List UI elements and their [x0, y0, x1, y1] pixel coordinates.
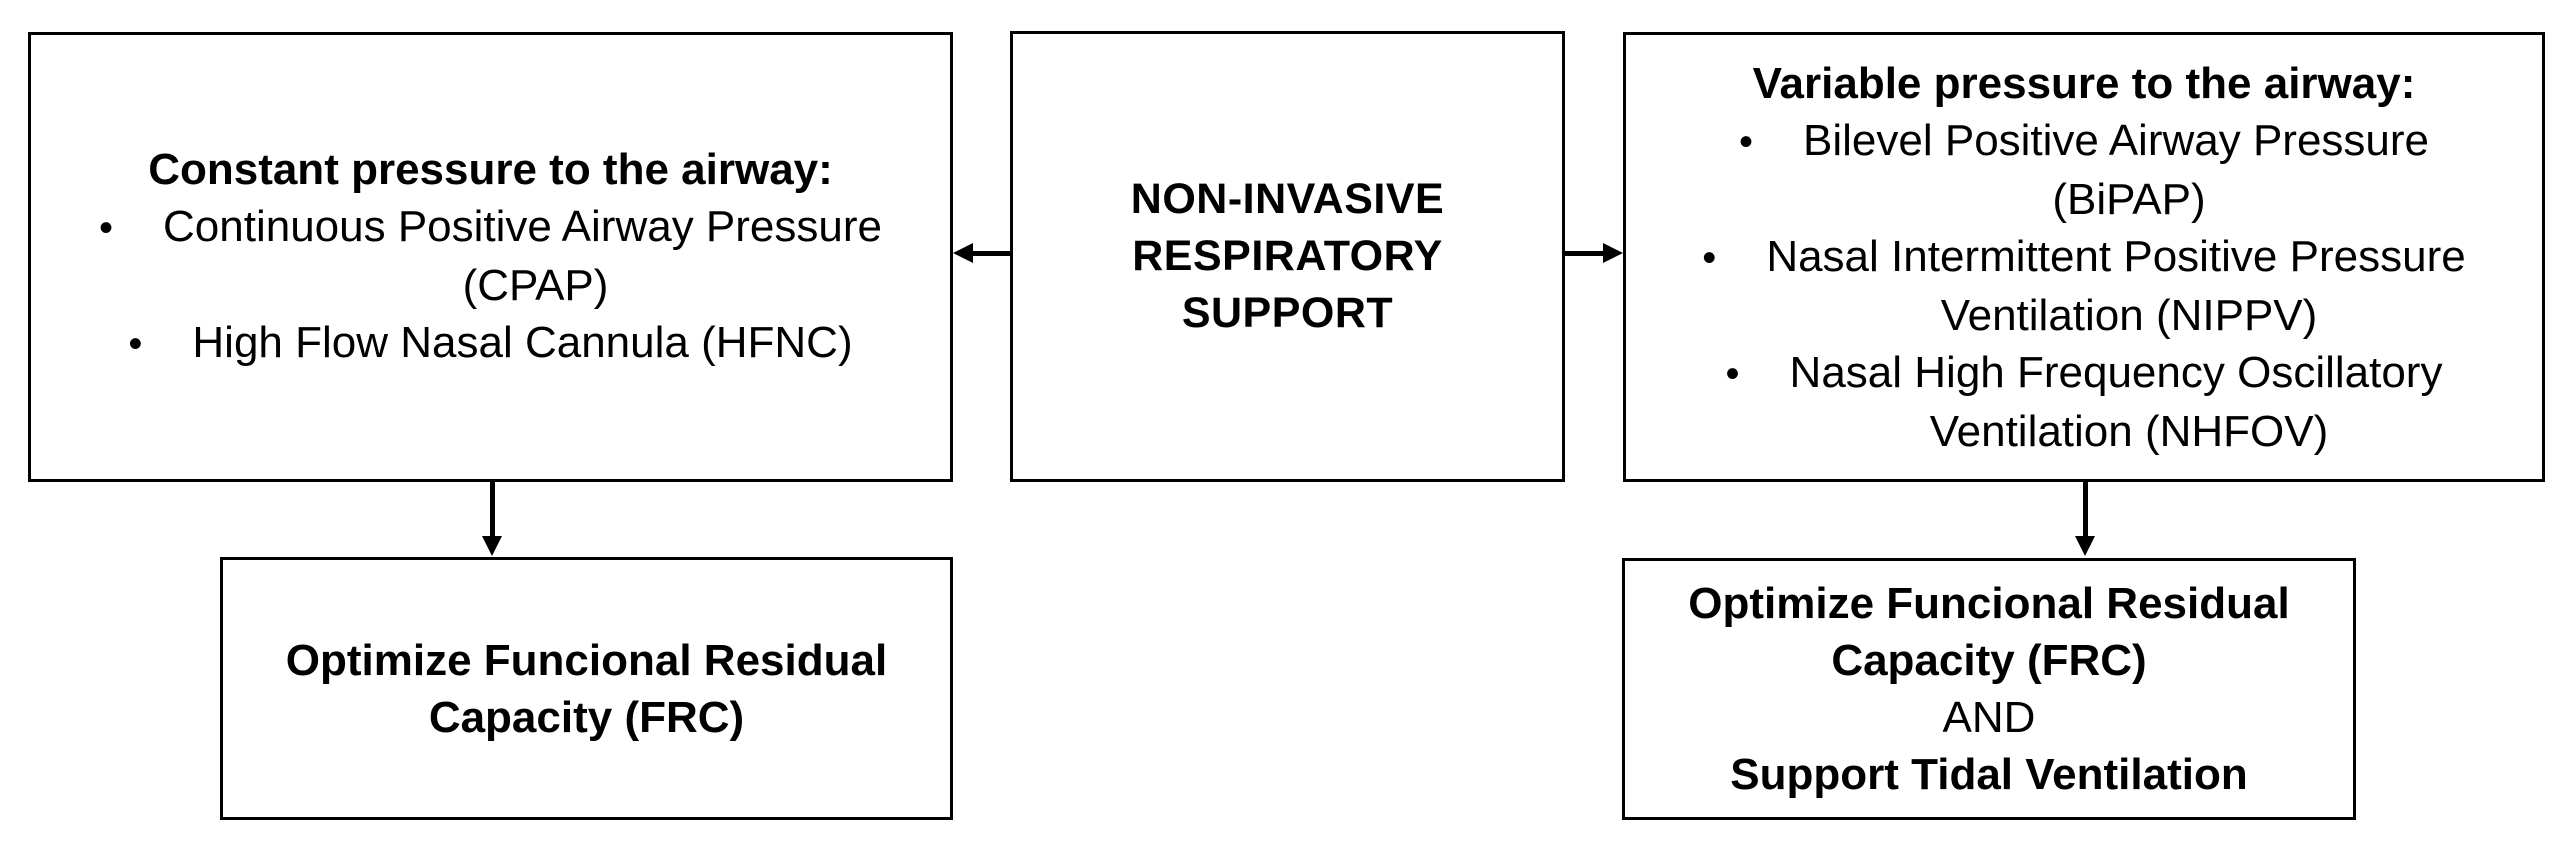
list-item-text: Nasal High Frequency Oscillatory	[1789, 347, 2443, 397]
box-optimize-frc-and-tidal: Optimize Funcional Residual Capacity (FR…	[1622, 558, 2356, 820]
box-optimize-frc: Optimize Funcional Residual Capacity (FR…	[220, 557, 953, 820]
optimize-frc-tidal-line: Support Tidal Ventilation	[1730, 750, 2248, 799]
list-item: • Nasal High Frequency Oscillatory	[1726, 344, 2443, 403]
list-item: • Continuous Positive Airway Pressure	[99, 198, 882, 257]
arrow-shaft	[2083, 482, 2088, 538]
arrow-head-left-icon	[953, 243, 973, 263]
bullet-icon: •	[1738, 119, 1753, 164]
bullet-icon: •	[1725, 351, 1740, 396]
box-constant-pressure: Constant pressure to the airway: • Contin…	[28, 32, 953, 482]
list-item-continuation: Ventilation (NIPPV)	[1940, 290, 2318, 340]
variable-pressure-title: Variable pressure to the airway:	[1752, 58, 2416, 108]
box-non-invasive-respiratory-support: NON-INVASIVE RESPIRATORY SUPPORT	[1010, 31, 1565, 482]
list-item-text: Continuous Positive Airway Pressure	[163, 202, 882, 251]
list-item-continuation: (CPAP)	[462, 261, 609, 310]
list-item-text: Bilevel Positive Airway Pressure	[1803, 115, 2430, 165]
arrow-shaft	[1565, 251, 1605, 256]
list-item: • High Flow Nasal Cannula (HFNC)	[128, 314, 852, 373]
optimize-frc-line: Capacity (FRC)	[428, 692, 745, 742]
optimize-frc-line: Optimize Funcional Residual	[285, 635, 888, 685]
center-title-line: NON-INVASIVE	[1130, 175, 1445, 223]
box-variable-pressure: Variable pressure to the airway: • Bileve…	[1623, 32, 2545, 482]
arrow-head-down-icon	[482, 536, 502, 556]
arrow-head-down-icon	[2075, 536, 2095, 556]
and-connector-text: AND	[1942, 693, 2036, 742]
bullet-icon: •	[98, 206, 113, 250]
optimize-frc-tidal-line: Optimize Funcional Residual	[1688, 579, 2290, 628]
list-item-text: High Flow Nasal Cannula (HFNC)	[192, 318, 853, 367]
list-item-continuation: Ventilation (NHFOV)	[1929, 406, 2329, 456]
bullet-icon: •	[1702, 235, 1717, 280]
constant-pressure-title: Constant pressure to the airway:	[148, 145, 833, 194]
bullet-icon: •	[128, 322, 143, 366]
list-item-text: Nasal Intermittent Positive Pressure	[1766, 231, 2466, 281]
list-item-continuation: (BiPAP)	[2052, 174, 2206, 224]
center-title-line: SUPPORT	[1181, 289, 1394, 337]
arrow-shaft	[971, 251, 1010, 256]
center-title-line: RESPIRATORY	[1132, 232, 1443, 280]
list-item: • Bilevel Positive Airway Pressure	[1739, 112, 2429, 171]
arrow-shaft	[490, 482, 495, 538]
list-item: • Nasal Intermittent Positive Pressure	[1702, 228, 2465, 287]
optimize-frc-tidal-line: Capacity (FRC)	[1831, 636, 2147, 685]
arrow-head-right-icon	[1603, 243, 1623, 263]
